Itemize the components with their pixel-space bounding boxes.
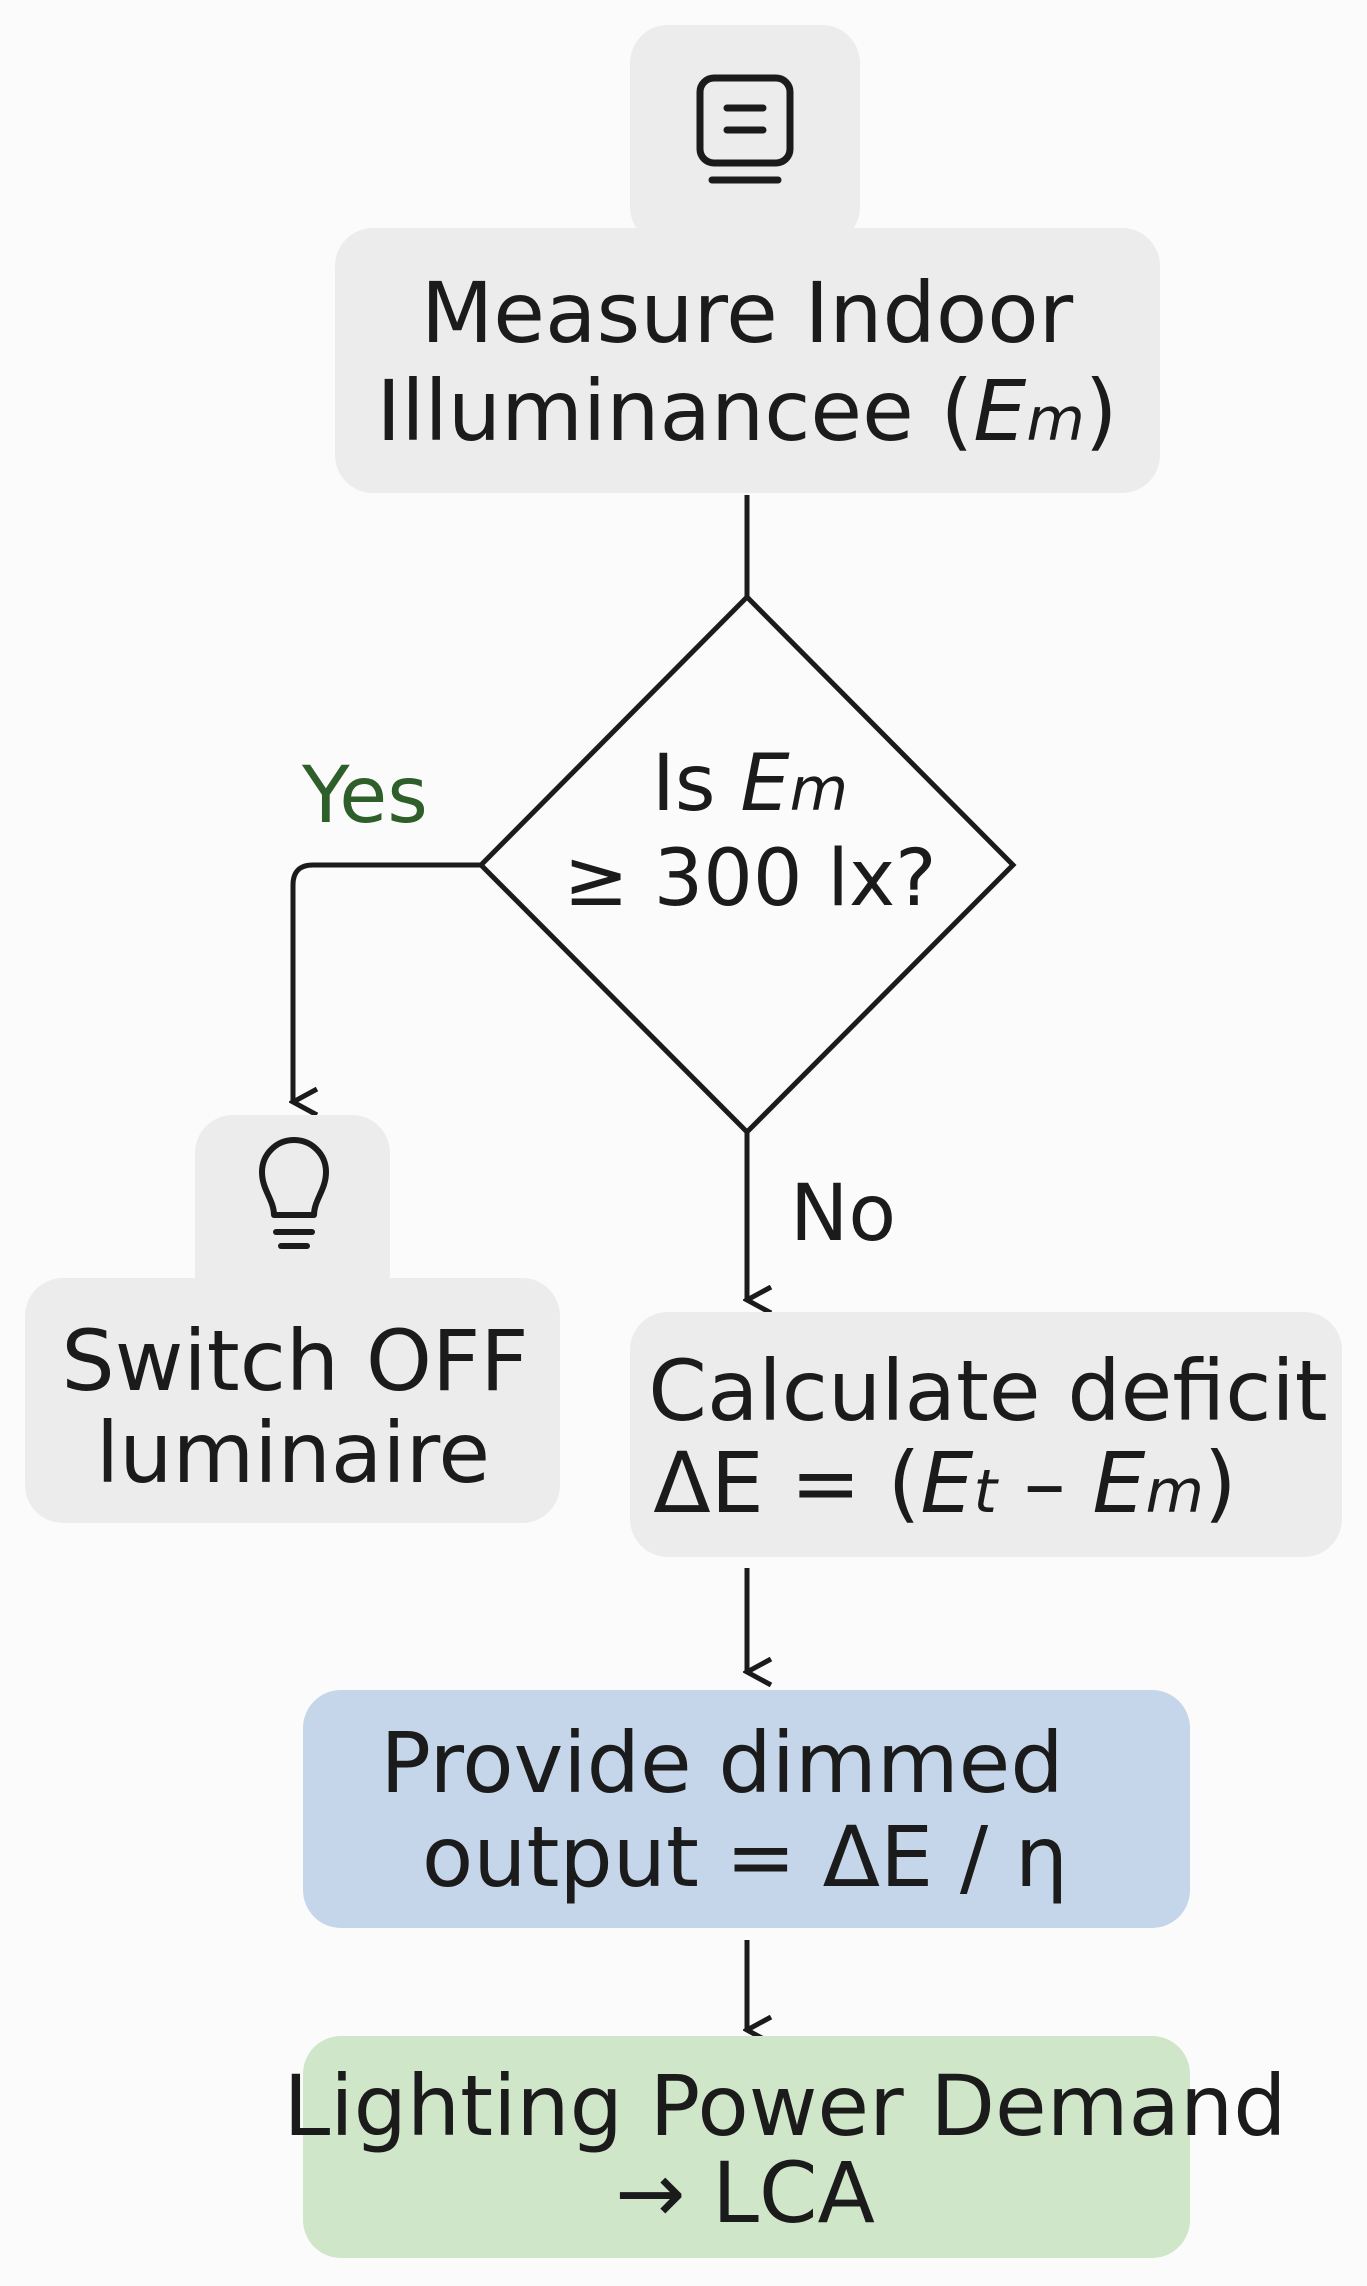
deficit-minus: – [997,1434,1092,1532]
deficit-suffix: ) [1204,1434,1237,1532]
dimmed-box [303,1690,1190,1928]
decision-node: Is Em ≥ 300 lx? [477,593,1017,1136]
deficit-line-1: Calculate deficit [648,1342,1327,1440]
dimmed-line-1: Provide dimmed [380,1714,1063,1812]
switch-off-line-1: Switch OFF [61,1312,528,1410]
measure-line-2-prefix: Illuminancee ( [376,362,973,460]
measure-box [335,228,1160,493]
deficit-prefix: ΔE = ( [653,1434,920,1532]
dimmed-node: Provide dimmed output = ΔE / η [303,1690,1190,1928]
decision-var: E [740,739,790,829]
measure-line-2: Illuminancee (Em) [376,362,1117,460]
deficit-box [630,1312,1342,1557]
lightbulb-icon [259,1137,329,1249]
decision-line-1-prefix: Is [652,739,740,829]
connector-yes [293,862,481,1102]
dimmed-line-2: output = ΔE / η [422,1808,1068,1906]
yes-label: Yes [301,751,428,841]
decision-sub: m [790,755,848,825]
measure-line-1: Measure Indoor [421,264,1074,362]
deficit-line-2: ΔE = (Et – Em) [653,1434,1236,1532]
switch-off-node: Switch OFF luminaire [25,1115,560,1523]
measure-node: Measure Indoor Illuminancee (Em) [335,25,1160,493]
power-line-1: Lighting Power Demand [283,2057,1286,2155]
document-icon [696,74,794,184]
power-box [303,2036,1190,2258]
power-node: Lighting Power Demand → LCA [283,2036,1287,2258]
no-label: No [790,1169,896,1259]
deficit-var-2: E [1092,1434,1145,1532]
measure-sub: m [1026,385,1084,455]
decision-line-2: ≥ 300 lx? [563,834,936,924]
switch-off-box [25,1278,560,1523]
switch-off-line-2: luminaire [96,1404,490,1502]
measure-var: E [973,362,1026,460]
decision-line-1: Is Em [652,739,848,829]
measure-icon-tab [630,25,860,245]
deficit-sub-1: t [973,1457,999,1527]
deficit-var-1: E [920,1434,973,1532]
deficit-sub-2: m [1145,1457,1203,1527]
power-line-2: → LCA [615,2144,875,2242]
measure-line-2-suffix: ) [1085,362,1118,460]
deficit-node: Calculate deficit ΔE = (Et – Em) [630,1312,1342,1557]
